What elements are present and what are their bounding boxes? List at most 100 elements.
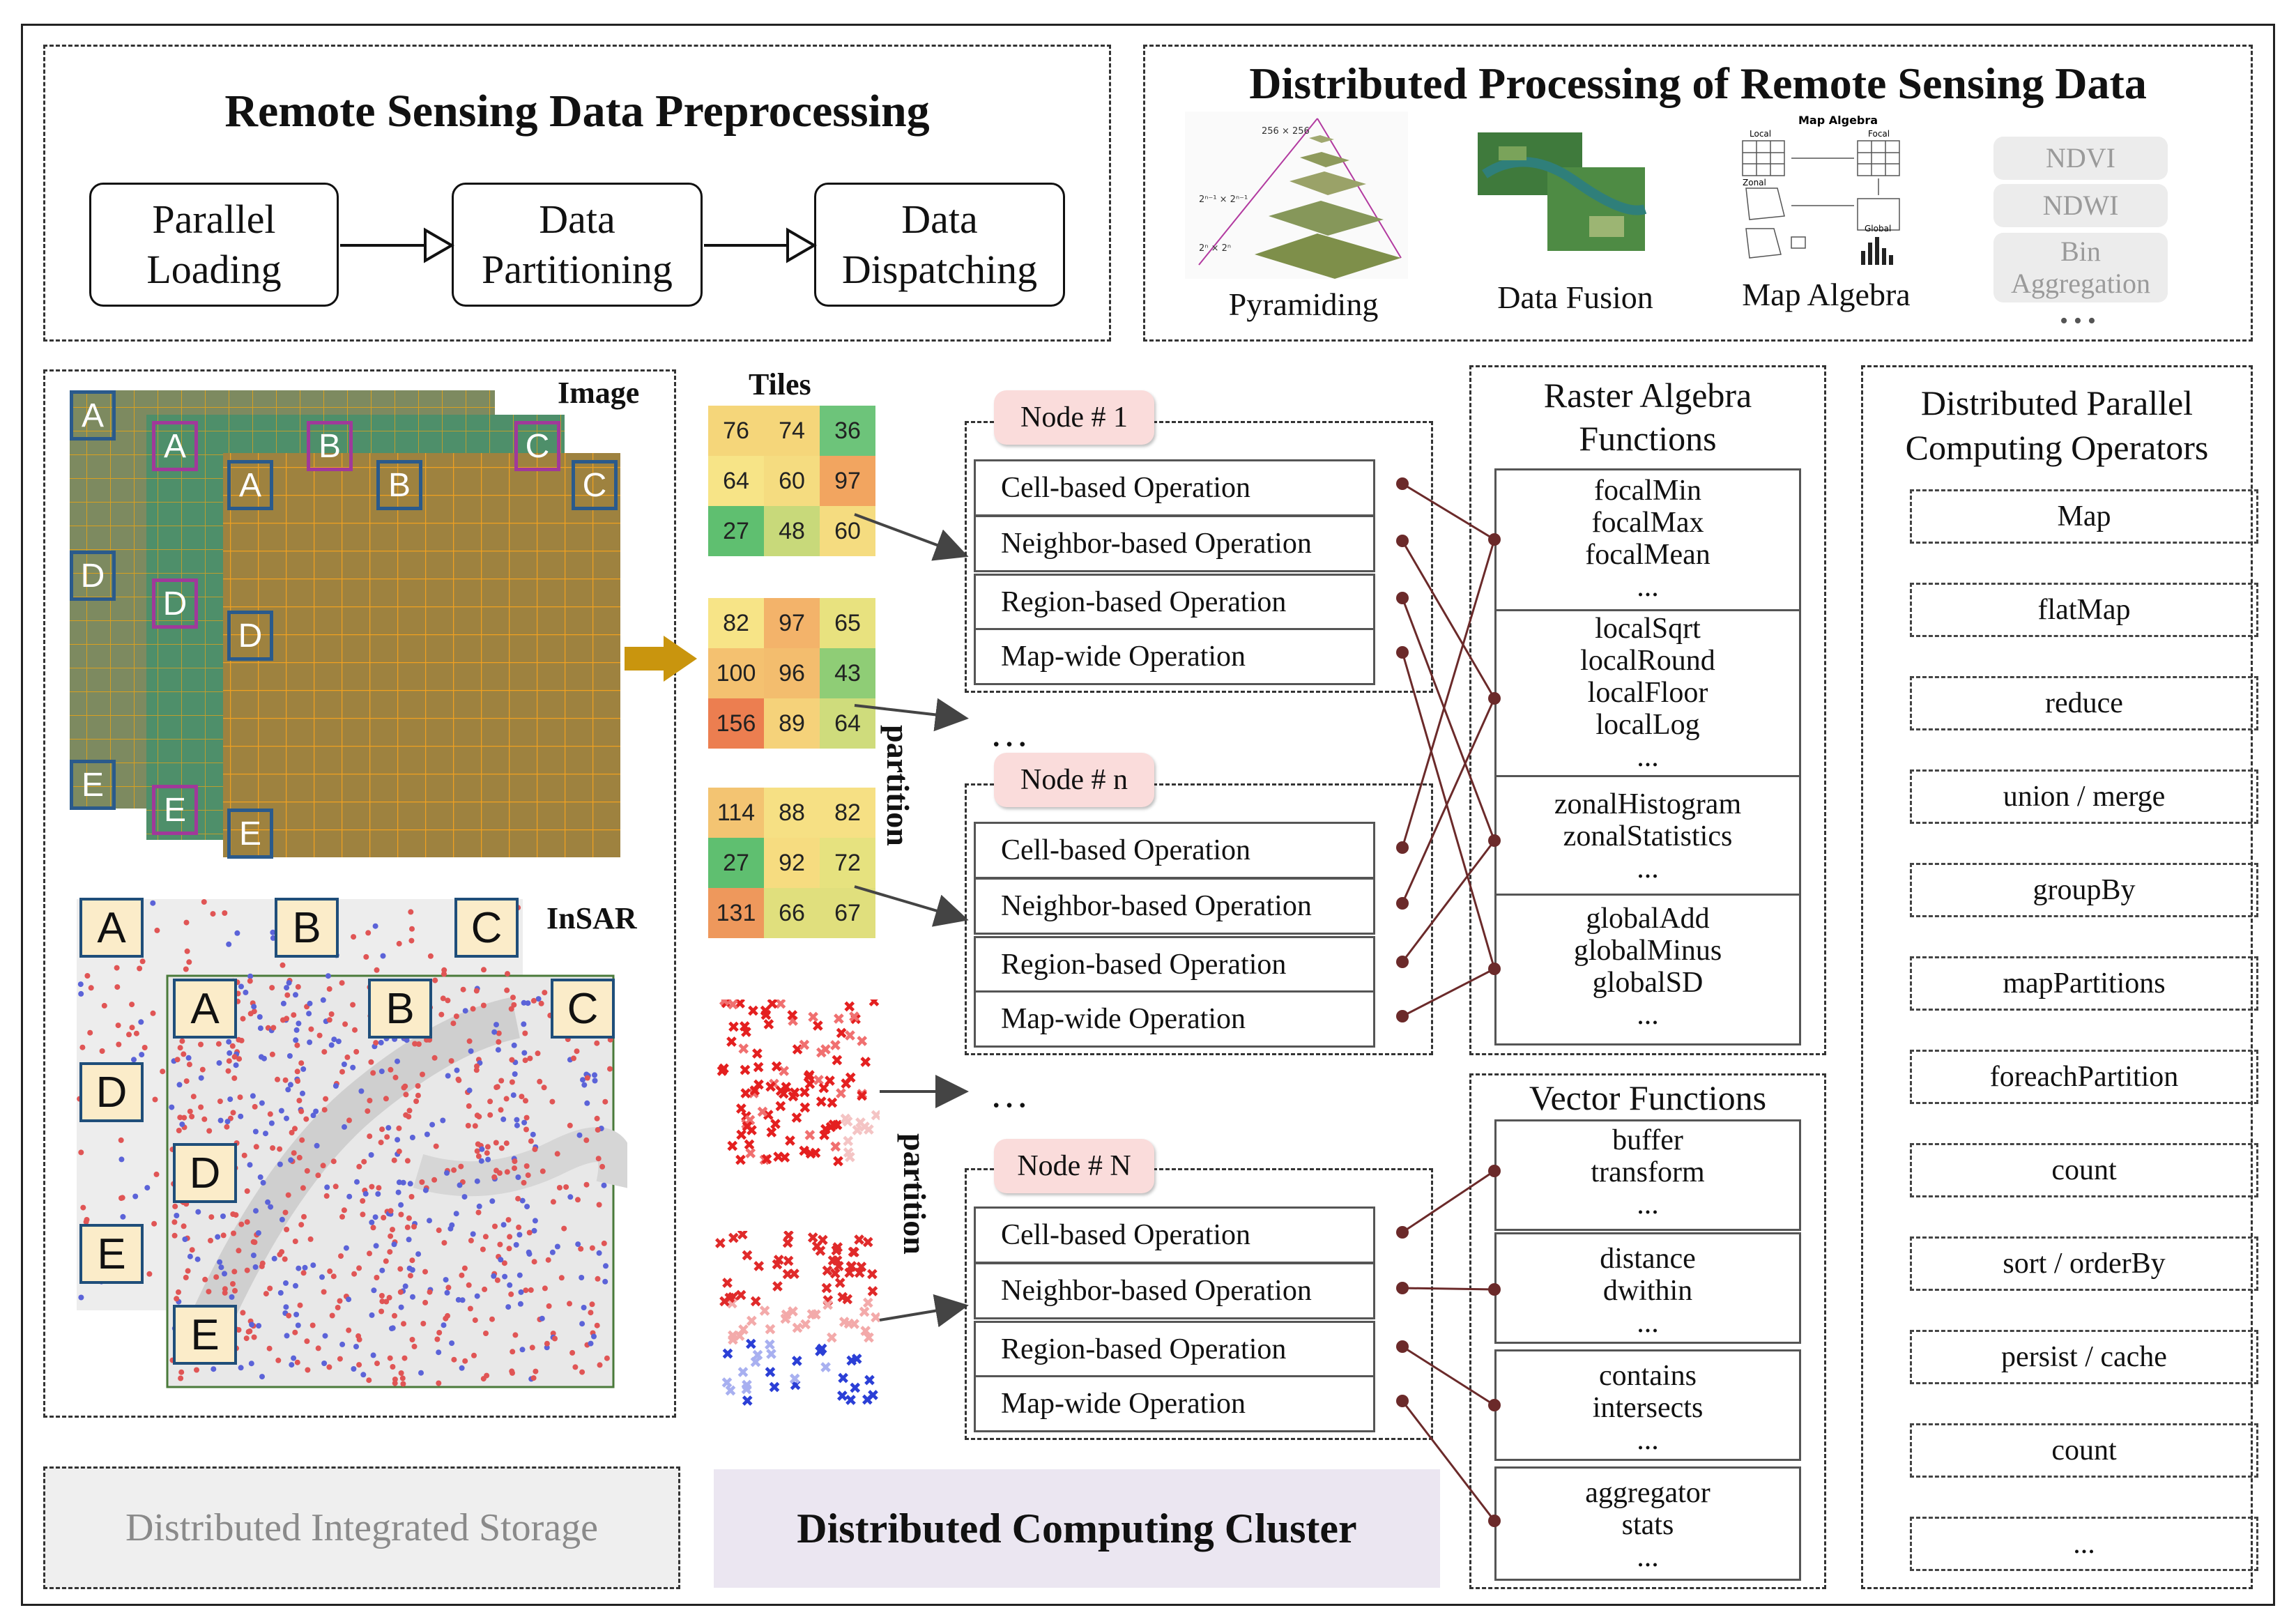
insar-point [356, 1163, 362, 1170]
insar-point [412, 1041, 418, 1047]
insar-point [243, 989, 249, 995]
insar-point [160, 1068, 166, 1075]
vector-point-mark: ✖ [812, 1073, 825, 1090]
insar-point [373, 1243, 379, 1249]
vector-point-mark: ✖ [829, 1266, 841, 1283]
insar-point [293, 1037, 299, 1043]
insar-point [307, 1039, 313, 1045]
insar-point [455, 1296, 461, 1303]
insar-point [194, 1367, 199, 1373]
tile-cell: 82 [708, 598, 764, 648]
storage-footer: Distributed Integrated Storage [43, 1466, 680, 1589]
insar-point [265, 1199, 271, 1205]
ndvi-op: NDVI [1993, 137, 2168, 180]
insar-point [511, 1002, 517, 1008]
insar-point [466, 1103, 472, 1109]
insar-point [427, 1218, 432, 1224]
insar-point [496, 1039, 502, 1045]
function-name: dwithin [1602, 1275, 1693, 1307]
vector-point-mark: ✖ [866, 1388, 879, 1405]
insar-point [339, 1213, 345, 1220]
insar-point [353, 1344, 359, 1349]
insar-point [588, 1310, 594, 1316]
insar-point [466, 1038, 473, 1044]
vector-point-mark: ✖ [724, 1290, 736, 1308]
insar-point [526, 1230, 533, 1236]
insar-point [277, 1289, 284, 1296]
insar-point [498, 1257, 504, 1263]
vector-point-mark: ✖ [763, 1016, 775, 1034]
insar2-tile-e: E [173, 1305, 237, 1365]
op-mappartitions: mapPartitions [1910, 956, 2258, 1011]
insar-point [179, 1121, 185, 1128]
insar-point [321, 1289, 327, 1295]
data-partitioning-step: Data Partitioning [452, 183, 703, 307]
insar-point [292, 1239, 298, 1244]
tile-cell: 67 [820, 888, 875, 938]
vector-point-mark: ✖ [749, 1354, 762, 1372]
vector-point-mark: ✖ [841, 1292, 854, 1309]
insar-point [484, 1372, 490, 1379]
insar-point [542, 990, 548, 996]
nodeN-neighbor-op: Neighbor-based Operation [974, 1262, 1375, 1319]
insar2-tile-d: D [173, 1143, 237, 1203]
insar-point [408, 909, 414, 915]
insar-point [523, 1163, 530, 1169]
insar-point [176, 1289, 181, 1295]
insar-point [198, 1041, 204, 1048]
tile-cell: 74 [764, 406, 820, 456]
insar-point [485, 1156, 491, 1163]
vector-point-mark: ✖ [821, 1263, 834, 1280]
vector-point-mark: ✖ [825, 1119, 837, 1137]
insar-point [521, 1119, 528, 1126]
tile-cell: 60 [764, 456, 820, 506]
insar-point [342, 1124, 347, 1130]
vector-point-mark: ✖ [834, 1275, 846, 1292]
insar-point [238, 1221, 245, 1227]
function-name: ... [1637, 1307, 1659, 1339]
insar-point [372, 1214, 378, 1220]
insar-point [360, 1211, 366, 1218]
insar-point [531, 1227, 537, 1234]
insar-point [181, 1223, 187, 1230]
insar-point [374, 1275, 380, 1280]
function-name: stats [1621, 1509, 1674, 1541]
vector-point-mark: ✖ [733, 1328, 746, 1345]
vector-point-mark: ✖ [727, 1019, 740, 1036]
insar-point [256, 1323, 262, 1329]
insar-point [231, 1269, 238, 1275]
vector-point-mark: ✖ [852, 1232, 865, 1249]
insar-point [297, 1302, 303, 1308]
insar-point [502, 1273, 508, 1280]
cluster-footer-label: Distributed Computing Cluster [797, 1505, 1357, 1552]
insar-point [350, 1002, 356, 1008]
insar-point [476, 1203, 482, 1209]
insar-point [236, 1036, 242, 1043]
insar-point [503, 1140, 510, 1147]
satellite-image-stack [70, 390, 620, 857]
insar-point [489, 1316, 495, 1322]
insar-point [335, 1039, 342, 1045]
insar-point [410, 1294, 415, 1300]
insar-point [467, 1305, 473, 1312]
vector-point-mark: ✖ [736, 1231, 749, 1244]
node-n-box: Cell-based Operation Neighbor-based Oper… [965, 783, 1433, 1055]
function-name: localFloor [1587, 677, 1708, 709]
insar-point [541, 1085, 547, 1091]
insar-point [513, 1242, 519, 1248]
vector-point-mark: ✖ [771, 1257, 783, 1274]
insar-point [224, 1124, 230, 1130]
insar-point [289, 1362, 295, 1368]
insar-point [332, 1183, 339, 1190]
insar-point [178, 1369, 185, 1375]
insar-point [544, 1340, 550, 1347]
insar-point [378, 1308, 385, 1315]
vector-point-mark: ✖ [823, 1073, 836, 1090]
vector-point-mark: ✖ [856, 1087, 868, 1104]
insar-point [468, 1237, 474, 1243]
insar-point [449, 1222, 455, 1228]
vector-point-mark: ✖ [829, 1038, 841, 1055]
insar-point [326, 986, 332, 992]
vector-point-mark: ✖ [854, 1115, 866, 1133]
